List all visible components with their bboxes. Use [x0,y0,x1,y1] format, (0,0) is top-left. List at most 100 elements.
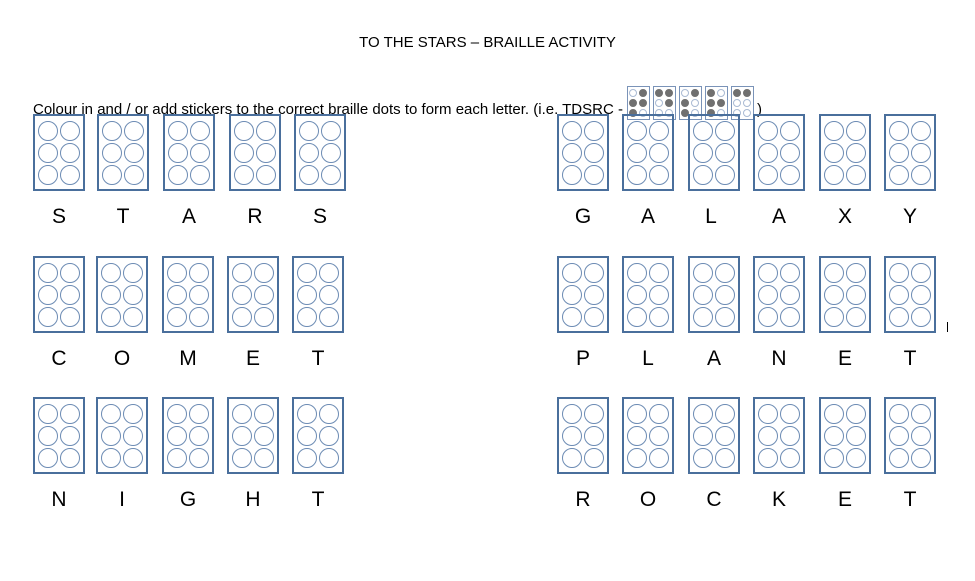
braille-cell[interactable] [622,256,674,333]
braille-cell[interactable] [753,114,805,191]
braille-dot[interactable] [846,447,866,468]
braille-dot[interactable] [889,425,909,446]
braille-cell[interactable] [884,256,936,333]
braille-dot[interactable] [889,164,909,185]
braille-dot[interactable] [889,403,909,424]
braille-dot[interactable] [693,425,713,446]
braille-dot[interactable] [693,403,713,424]
braille-cell[interactable] [292,397,344,474]
braille-dot[interactable] [846,403,866,424]
braille-dot[interactable] [649,425,669,446]
braille-dot[interactable] [124,164,144,185]
braille-dot[interactable] [627,306,647,327]
braille-dot[interactable] [824,262,844,283]
braille-dot[interactable] [693,164,713,185]
braille-dot[interactable] [299,120,319,141]
braille-dot[interactable] [846,425,866,446]
braille-dot[interactable] [824,284,844,305]
braille-cell[interactable] [33,114,85,191]
braille-dot[interactable] [627,284,647,305]
braille-dot[interactable] [102,120,122,141]
braille-dot[interactable] [123,403,143,424]
braille-dot[interactable] [715,284,735,305]
braille-dot[interactable] [758,164,778,185]
braille-dot[interactable] [60,447,80,468]
braille-dot[interactable] [319,447,339,468]
braille-dot[interactable] [123,425,143,446]
braille-cell[interactable] [294,114,346,191]
braille-dot[interactable] [123,284,143,305]
braille-dot[interactable] [167,403,187,424]
braille-dot[interactable] [715,262,735,283]
braille-dot[interactable] [911,447,931,468]
braille-dot[interactable] [123,262,143,283]
braille-dot[interactable] [562,120,582,141]
braille-dot[interactable] [321,164,341,185]
braille-dot[interactable] [693,447,713,468]
braille-cell[interactable] [753,397,805,474]
braille-dot[interactable] [190,164,210,185]
braille-dot[interactable] [780,142,800,163]
braille-dot[interactable] [123,447,143,468]
braille-dot[interactable] [649,403,669,424]
braille-dot[interactable] [256,120,276,141]
braille-dot[interactable] [824,306,844,327]
braille-dot[interactable] [780,120,800,141]
braille-dot[interactable] [189,403,209,424]
braille-dot[interactable] [38,403,58,424]
braille-dot[interactable] [780,164,800,185]
braille-dot[interactable] [584,447,604,468]
braille-cell[interactable] [884,397,936,474]
braille-dot[interactable] [319,262,339,283]
braille-dot[interactable] [715,164,735,185]
braille-dot[interactable] [846,142,866,163]
braille-dot[interactable] [101,403,121,424]
braille-dot[interactable] [846,120,866,141]
braille-dot[interactable] [584,403,604,424]
braille-dot[interactable] [297,425,317,446]
braille-dot[interactable] [693,120,713,141]
braille-dot[interactable] [101,284,121,305]
braille-dot[interactable] [824,425,844,446]
braille-dot[interactable] [102,142,122,163]
braille-dot[interactable] [124,142,144,163]
braille-cell[interactable] [819,397,871,474]
braille-dot[interactable] [124,120,144,141]
braille-dot[interactable] [584,164,604,185]
braille-dot[interactable] [38,142,58,163]
braille-dot[interactable] [889,142,909,163]
braille-dot[interactable] [189,306,209,327]
braille-dot[interactable] [60,142,80,163]
braille-dot[interactable] [889,262,909,283]
braille-dot[interactable] [758,447,778,468]
braille-dot[interactable] [780,284,800,305]
braille-cell[interactable] [622,114,674,191]
braille-dot[interactable] [297,403,317,424]
braille-dot[interactable] [232,262,252,283]
braille-dot[interactable] [780,403,800,424]
braille-dot[interactable] [846,306,866,327]
braille-dot[interactable] [911,262,931,283]
braille-dot[interactable] [299,164,319,185]
braille-dot[interactable] [38,164,58,185]
braille-dot[interactable] [824,120,844,141]
braille-dot[interactable] [38,306,58,327]
braille-dot[interactable] [758,120,778,141]
braille-dot[interactable] [254,447,274,468]
braille-dot[interactable] [319,306,339,327]
braille-cell[interactable] [33,256,85,333]
braille-dot[interactable] [715,447,735,468]
braille-dot[interactable] [38,262,58,283]
braille-dot[interactable] [123,306,143,327]
braille-dot[interactable] [649,164,669,185]
braille-dot[interactable] [649,120,669,141]
braille-cell[interactable] [557,256,609,333]
braille-dot[interactable] [562,164,582,185]
braille-dot[interactable] [297,306,317,327]
braille-cell[interactable] [227,397,279,474]
braille-dot[interactable] [189,284,209,305]
braille-dot[interactable] [321,120,341,141]
braille-dot[interactable] [889,447,909,468]
braille-dot[interactable] [297,447,317,468]
braille-dot[interactable] [693,262,713,283]
